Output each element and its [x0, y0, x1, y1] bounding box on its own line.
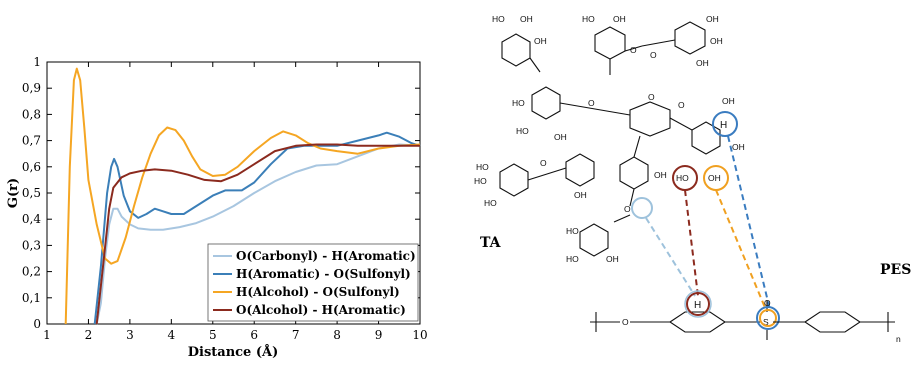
x-tick-label: 7: [292, 328, 300, 342]
aromatic-h-highlight: [712, 111, 738, 137]
atom-ho: HO: [484, 198, 497, 208]
x-tick-label: 9: [375, 328, 383, 342]
y-axis-label: G(r): [6, 178, 21, 208]
series-line-0: [95, 143, 421, 325]
atom-oh: OH: [708, 173, 721, 183]
x-tick-label: 2: [85, 328, 93, 342]
pes-subscript-n: n: [896, 334, 901, 344]
galloyl-top-right: OH OH OH O: [641, 14, 723, 68]
y-tick-label: 0,3: [22, 238, 41, 252]
glucose-core: O: [629, 92, 671, 137]
carbonyl-o-highlight: [631, 197, 653, 219]
atom-oh: OH: [706, 14, 719, 24]
galloyl-bottom-left: HO HO HO O OH: [474, 153, 595, 208]
x-tick-label: 10: [412, 328, 427, 342]
pes-aromatic-h-outer: [684, 290, 712, 318]
interaction-carbonyl-aromatic: [645, 217, 696, 297]
atom-o: O: [648, 92, 655, 102]
atom-oh: OH: [654, 170, 667, 180]
series-line-1: [93, 131, 421, 325]
atom-ho: HO: [474, 176, 487, 186]
atom-h: H: [694, 300, 701, 311]
atom-oh: OH: [613, 14, 626, 24]
atom-s: S: [763, 317, 769, 327]
atom-o: O: [624, 204, 631, 214]
y-tick-label: 0,4: [22, 212, 41, 226]
pes-unit: O H S O n: [590, 290, 901, 344]
x-tick-label: 3: [126, 328, 134, 342]
galloyl-top-middle: HO OH O: [582, 14, 643, 75]
atom-oh: OH: [534, 36, 547, 46]
interaction-alcohol-sulfonyl: [715, 189, 767, 311]
atom-oh: OH: [732, 142, 745, 152]
galloyl-right: O OH OH: [669, 96, 745, 155]
rdf-chart: 1 2 3 4 5 6 7 8 9 10 0 0,1 0,2 0,3 0,4 0,5 0,6 0,7 0,8 0,9 1…: [6, 55, 428, 360]
y-tick-label: 0,2: [22, 265, 41, 279]
atom-oh: OH: [710, 36, 723, 46]
y-tick-label: 0,7: [22, 134, 41, 148]
atom-oh: OH: [574, 190, 587, 200]
y-tick-label: 0,8: [22, 107, 41, 121]
x-tick-label: 8: [333, 328, 341, 342]
atom-oh: OH: [606, 254, 619, 264]
y-tick-label: 0,9: [22, 81, 41, 95]
y-tick-label: 0,6: [22, 160, 41, 174]
x-tick-label: 1: [43, 328, 51, 342]
y-tick-label: 0: [33, 317, 41, 331]
atom-ho: HO: [512, 98, 525, 108]
pes-label: PES: [880, 262, 911, 278]
atom-o: O: [678, 100, 685, 110]
interaction-alcohol-aromatic: [684, 189, 699, 297]
atom-ho: HO: [566, 226, 579, 236]
pes-aromatic-h-highlight: [686, 292, 710, 316]
molecular-diagram: O HO OH OH HO OH O OH OH OH O HO HO OH O: [474, 14, 911, 344]
atom-o: O: [650, 50, 657, 60]
atom-h: H: [720, 120, 727, 131]
x-tick-label: 4: [168, 328, 176, 342]
ta-label: TA: [480, 235, 502, 251]
x-axis-label: Distance (Å): [188, 344, 279, 360]
legend-box: [207, 243, 419, 322]
chart-legend: O(Carbonyl) - H(Aromatic) H(Aromatic) - O…: [207, 243, 419, 322]
atom-o: O: [630, 45, 637, 55]
x-tick-label: 5: [209, 328, 217, 342]
atom-o: O: [764, 298, 771, 308]
pes-sulfonyl-highlight-orange: [759, 309, 777, 327]
atom-oh: OH: [696, 58, 709, 68]
legend-entry-1: H(Aromatic) - O(Sulfonyl): [236, 267, 411, 281]
interaction-aromatic-sulfonyl: [727, 135, 771, 311]
legend-entry-2: H(Alcohol) - O(Sulfonyl): [236, 285, 400, 299]
legend-entry-0: O(Carbonyl) - H(Aromatic): [236, 249, 416, 263]
atom-oh: OH: [554, 132, 567, 142]
y-tick-label: 0,1: [22, 291, 41, 305]
atom-o: O: [622, 317, 629, 327]
galloyl-bottom-center: OH O HO HO OH: [566, 135, 667, 264]
y-tick-label: 1: [33, 55, 41, 69]
y-tick-label: 0,5: [22, 186, 41, 200]
atom-oh: OH: [722, 96, 735, 106]
atom-ho: HO: [566, 254, 579, 264]
galloyl-top-left: HO OH OH: [492, 14, 547, 73]
series-line-3: [95, 143, 420, 325]
atom-o: O: [540, 158, 547, 168]
atom-ho: HO: [582, 14, 595, 24]
x-tick-label: 6: [250, 328, 258, 342]
atom-o: O: [588, 98, 595, 108]
atom-ho: HO: [516, 126, 529, 136]
atom-ho: HO: [492, 14, 505, 24]
atom-ho: HO: [476, 162, 489, 172]
galloyl-left: HO HO OH O: [512, 86, 631, 142]
pes-sulfonyl-highlight-blue: [756, 306, 780, 330]
legend-entry-3: O(Alcohol) - H(Aromatic): [236, 303, 406, 317]
atom-ho: HO: [676, 173, 689, 183]
atom-oh: OH: [520, 14, 533, 24]
